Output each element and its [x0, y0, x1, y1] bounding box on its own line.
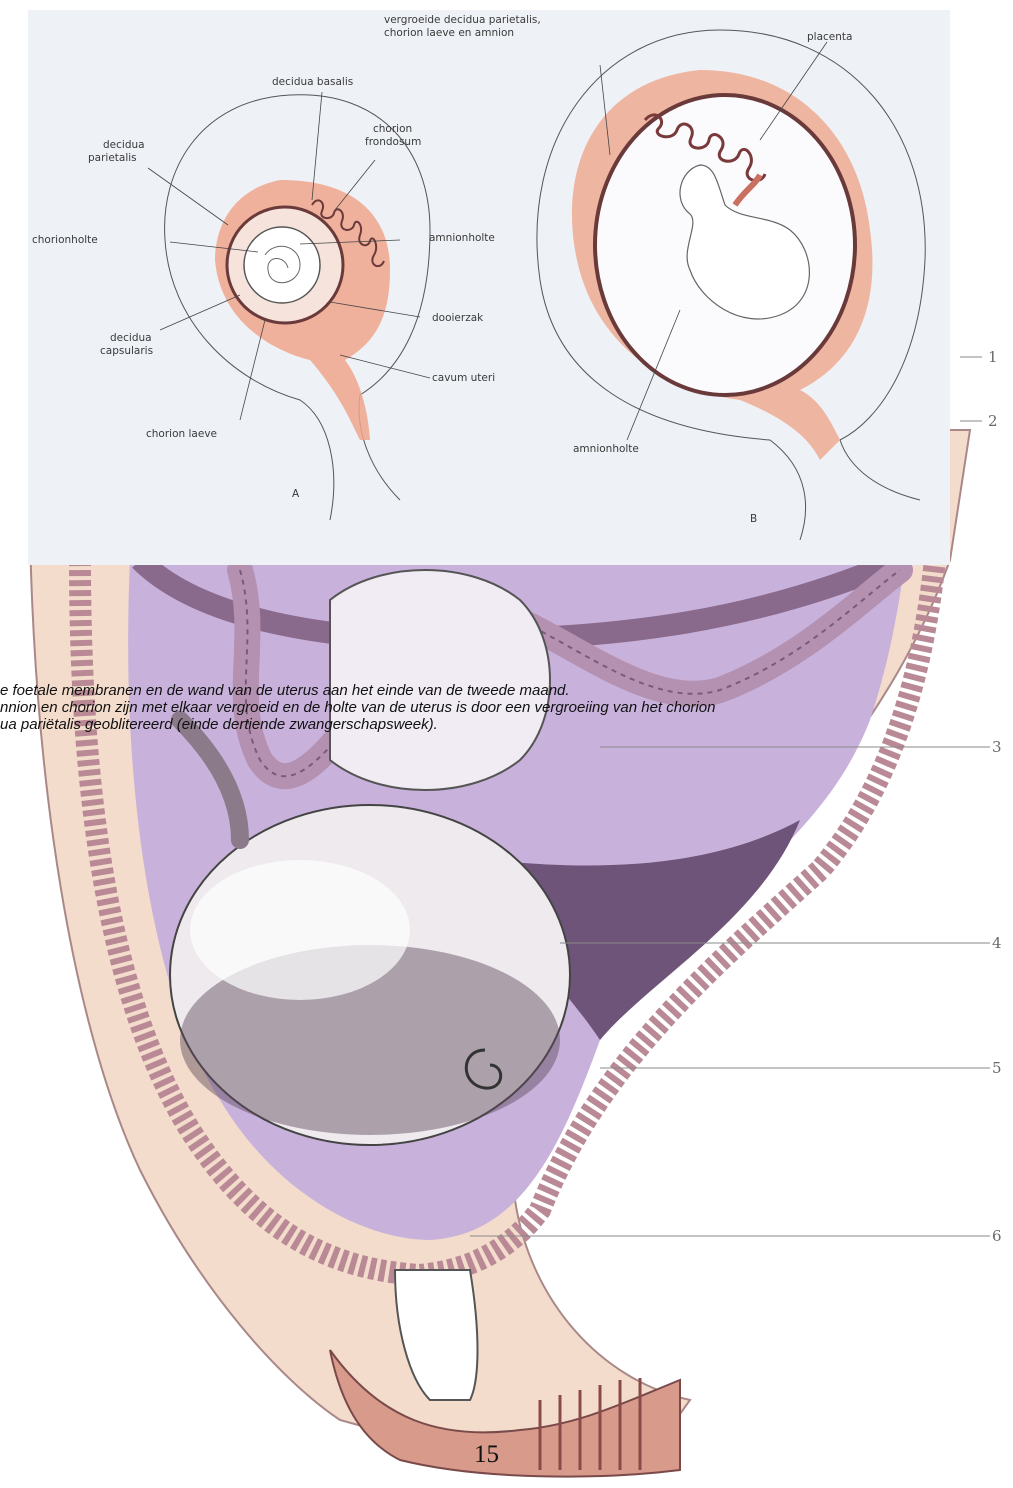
callout-number-6: 6 [992, 1227, 1002, 1245]
callout-numbers: 1 2 3 4 5 6 [988, 348, 1002, 1245]
label-chorion-laeve: chorion laeve [146, 428, 217, 440]
label-cavum-uteri: cavum uteri [432, 372, 495, 384]
callout-number-2: 2 [988, 412, 998, 430]
callout-number-4: 4 [992, 934, 1002, 952]
label-decidua-parietalis-1: decidua [103, 139, 145, 151]
amnion-a [244, 227, 320, 303]
uterus-cross-section-illustration [30, 430, 970, 1477]
label-chorion-frondosum-1: chorion [373, 123, 412, 135]
caption-line-1: e foetale membranen en de wand van de ut… [0, 682, 570, 699]
label-chorionholte: chorionholte [32, 234, 98, 246]
label-placenta: placenta [807, 31, 852, 43]
label-decidua-capsularis-1: decidua [110, 332, 152, 344]
label-panel-a: A [292, 488, 300, 500]
caption-line-3: ua pariëtalis geoblitereerd (einde derti… [0, 716, 438, 733]
fetal-body [330, 570, 550, 790]
label-vergroeide-1: vergroeide decidua parietalis, [384, 14, 541, 26]
callout-number-3: 3 [992, 738, 1002, 756]
label-chorion-frondosum-2: frondosum [365, 136, 421, 148]
caption-line-2: nnion en chorion zijn met elkaar vergroe… [0, 699, 715, 716]
callout-number-5: 5 [992, 1059, 1002, 1077]
label-decidua-capsularis-2: capsularis [100, 345, 153, 357]
label-decidua-parietalis-2: parietalis [88, 152, 137, 164]
label-dooierzak: dooierzak [432, 312, 484, 324]
label-amnionholte-b: amnionholte [573, 443, 639, 455]
page-number: 15 [474, 1441, 499, 1469]
label-amnionholte-a: amnionholte [429, 232, 495, 244]
label-vergroeide-2: chorion laeve en amnion [384, 27, 514, 39]
label-decidua-basalis: decidua basalis [272, 76, 353, 88]
callout-number-1: 1 [988, 348, 998, 366]
label-panel-b: B [750, 513, 757, 525]
